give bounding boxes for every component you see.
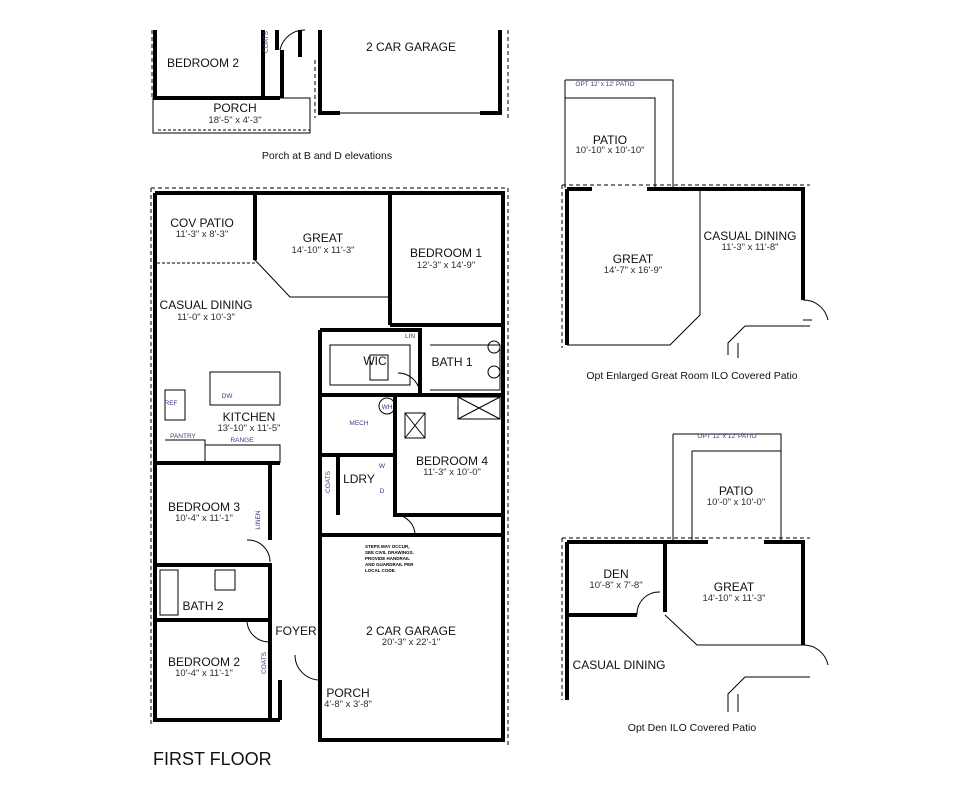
room-dims: 11'-3" x 10'-0"	[423, 467, 481, 478]
fixture-label: PANTRY	[170, 433, 196, 440]
porch-inset: BEDROOM 2 PORCH 18'-5" x 4'-3" 2 CAR GAR…	[151, 29, 509, 162]
main-plan: COV PATIO 11'-3" x 8'-3" GREAT 14'-10" x…	[150, 0, 805, 769]
room-dims: 10'-0" x 10'-0"	[707, 497, 765, 508]
fixture-label: LIN	[405, 333, 415, 340]
garage-note: STEPS MAY OCCUR, SEE CIVIL DRAWINGS. PRO…	[365, 544, 414, 573]
room-dims: 20'-3" x 22'-1"	[382, 637, 440, 648]
room-dims: 4'-8" x 3'-8"	[324, 699, 372, 710]
room-dims: 12'-3" x 14'-9"	[417, 260, 475, 271]
room-dims: 14'-7" x 16'-9"	[604, 265, 662, 276]
door-swing-icon	[247, 0, 805, 680]
opt-patio-label: OPT 12' x 12' PATIO	[697, 433, 756, 440]
room-label: GREAT	[303, 231, 344, 245]
room-label: BEDROOM 4	[416, 454, 488, 468]
fixture-label: RANGE	[230, 437, 254, 444]
room-label: DEN	[603, 567, 628, 581]
caption: Opt Den ILO Covered Patio	[628, 722, 757, 734]
room-label: PATIO	[593, 133, 627, 147]
room-dims: 11'-3" x 8'-3"	[176, 229, 228, 240]
svg-text:SEE CIVIL DRAWINGS.: SEE CIVIL DRAWINGS.	[365, 550, 414, 555]
room-dims: 14'-10" x 11'-3"	[702, 593, 765, 604]
room-label: LDRY	[343, 472, 375, 486]
room-label: 2 CAR GARAGE	[366, 40, 456, 54]
opt-patio-label: OPT 12' x 12' PATIO	[575, 81, 634, 88]
fixture-label: COATS	[261, 651, 268, 674]
caption: Opt Enlarged Great Room ILO Covered Pati…	[586, 370, 797, 382]
room-dims: 10'-4" x 11'-1"	[175, 668, 233, 679]
fixture-label: REF	[165, 400, 178, 407]
svg-text:PROVIDE HANDRAIL: PROVIDE HANDRAIL	[365, 556, 410, 561]
room-dims: 10'-10" x 10'-10"	[576, 145, 645, 156]
svg-text:AND GUARDRAIL PER: AND GUARDRAIL PER	[365, 562, 414, 567]
fixture-label: COATS	[325, 470, 332, 493]
room-label: 2 CAR GARAGE	[366, 624, 456, 638]
room-dims: 18'-5" x 4'-3"	[208, 115, 261, 126]
fixture-label: W	[379, 463, 386, 470]
page-title: FIRST FLOOR	[153, 749, 272, 769]
svg-text:LOCAL CODE.: LOCAL CODE.	[365, 568, 396, 573]
room-label: BATH 1	[431, 355, 472, 369]
svg-text:STEPS MAY OCCUR,: STEPS MAY OCCUR,	[365, 544, 410, 549]
door-swing-icon	[279, 29, 306, 51]
room-dims: 14'-10" x 11'-3"	[291, 245, 354, 256]
room-label: BEDROOM 1	[410, 246, 482, 260]
room-dims: 13'-10" x 11'-5"	[217, 423, 280, 434]
room-label: BEDROOM 2	[168, 655, 240, 669]
fixture-label: LINEN	[255, 510, 262, 529]
fixture-label: D	[380, 488, 385, 495]
room-label: WIC	[363, 354, 387, 368]
room-label: BEDROOM 3	[168, 500, 240, 514]
room-label: CASUAL DINING	[160, 298, 253, 312]
fixture-label: WH	[382, 404, 393, 411]
room-label: PORCH	[326, 686, 369, 700]
room-label: BEDROOM 2	[167, 56, 239, 70]
room-label: BATH 2	[182, 599, 223, 613]
water-heater-icon	[378, 397, 396, 415]
room-dims: 11'-0" x 10'-3"	[177, 312, 235, 323]
room-label: PATIO	[719, 484, 753, 498]
room-dims: 10'-4" x 11'-1"	[175, 513, 233, 524]
coats-label: COATS	[263, 30, 270, 53]
room-label: CASUAL DINING	[704, 229, 797, 243]
room-label: PORCH	[213, 101, 256, 115]
room-label: MECH	[349, 420, 368, 427]
caption: Porch at B and D elevations	[262, 150, 392, 162]
room-label: CASUAL DINING	[573, 658, 666, 672]
room-label: FOYER	[275, 624, 317, 638]
room-label: COV PATIO	[170, 216, 234, 230]
room-label: GREAT	[613, 252, 654, 266]
option-enlarged-great: OPT 12' x 12' PATIO PATIO 10'-10" x 10'-…	[561, 79, 829, 382]
room-label: KITCHEN	[223, 410, 276, 424]
room-label: GREAT	[714, 580, 755, 594]
room-dims: 11'-3" x 11'-8"	[721, 242, 778, 253]
room-dims: 10'-8" x 7'-8"	[589, 580, 642, 591]
fixture-label: DW	[222, 393, 234, 400]
option-den: OPT 12' x 12' PATIO PATIO 10'-0" x 10'-0…	[561, 433, 829, 734]
